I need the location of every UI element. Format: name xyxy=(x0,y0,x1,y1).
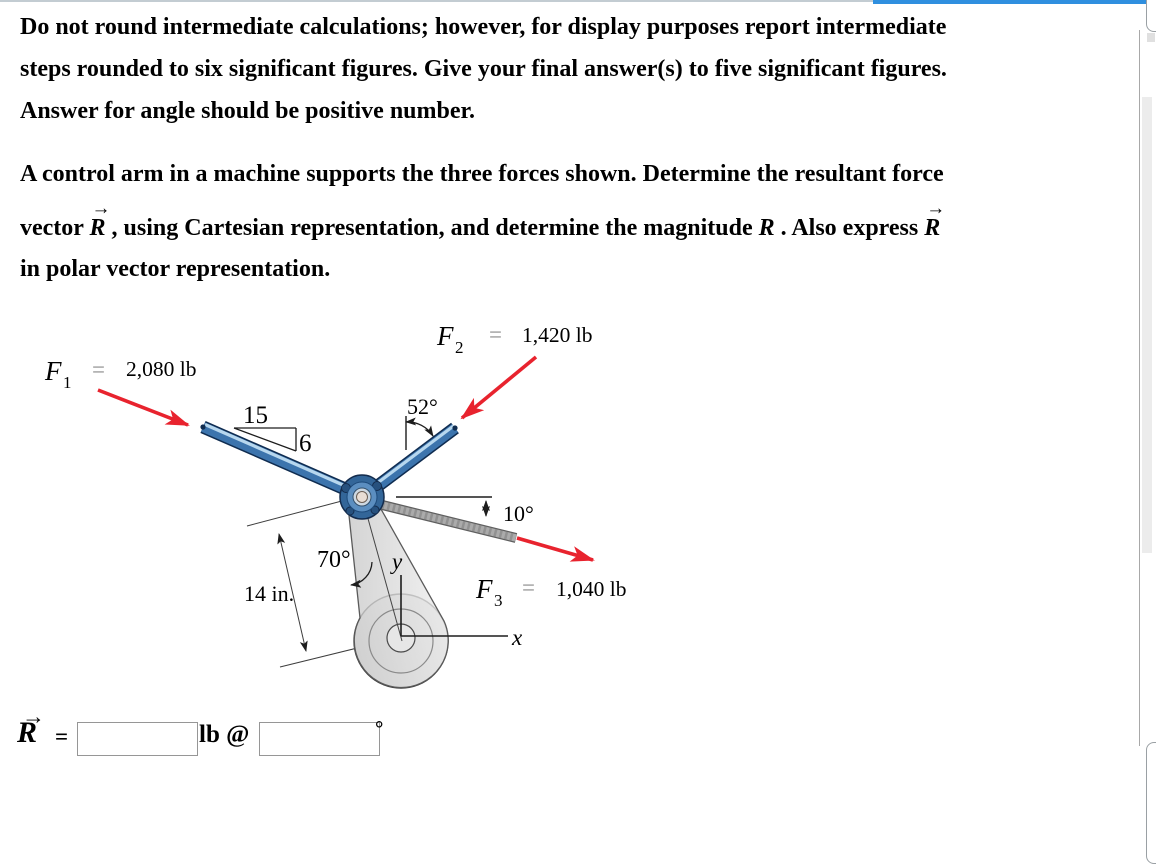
body-cone xyxy=(347,493,449,689)
resultant-R-symbol: → R xyxy=(17,704,45,749)
svg-text:F: F xyxy=(44,356,62,386)
instructions-line-3: Answer for angle should be positive numb… xyxy=(20,98,475,124)
force-F1-arrow xyxy=(97,388,190,427)
coordinate-axes xyxy=(400,575,508,637)
left-arm xyxy=(200,421,355,498)
svg-text:1: 1 xyxy=(63,373,72,392)
answer-unit-at: lb @ xyxy=(199,721,250,748)
problem-line2-pre: vector xyxy=(20,215,90,241)
vector-arrow-icon: → xyxy=(22,704,45,729)
angle-input[interactable] xyxy=(259,722,380,756)
force-F2-arrow xyxy=(460,355,538,420)
force-F2-label: F 2 = 1,420 lb xyxy=(436,321,592,357)
problem-line-2: vector →R , using Cartesian representati… xyxy=(20,198,946,242)
hub-pivot xyxy=(339,474,385,520)
instructions-paragraph: Do not round intermediate calculations; … xyxy=(20,6,1120,132)
upper-arm xyxy=(367,422,459,497)
answer-equals: = xyxy=(55,724,69,749)
force-F1-label: F 1 = 2,080 lb xyxy=(44,356,196,392)
right-card-shadow xyxy=(1147,33,1155,42)
right-panel-border xyxy=(1139,30,1140,746)
svg-text:2,080 lb: 2,080 lb xyxy=(126,357,196,381)
svg-text:3: 3 xyxy=(494,591,503,610)
control-arm-body xyxy=(347,493,449,689)
degree-symbol: ° xyxy=(375,716,384,740)
vector-R-symbol: →R xyxy=(924,198,946,241)
problem-line-3: in polar vector representation. xyxy=(20,256,331,282)
slope-run-label: 15 xyxy=(243,402,268,429)
vector-R-symbol: →R xyxy=(89,198,111,241)
problem-line2-mid: , using Cartesian representation, and de… xyxy=(105,215,759,241)
right-card-top-corner xyxy=(1146,0,1156,32)
svg-text:2: 2 xyxy=(455,338,464,357)
problem-line2-post: . Also express xyxy=(774,215,925,241)
svg-text:F: F xyxy=(475,574,493,604)
angle-52-arc xyxy=(405,417,434,437)
angle-10-label: 10° xyxy=(503,501,534,526)
angle-annotations xyxy=(350,416,492,588)
top-border-gray xyxy=(0,0,873,2)
force-F3-arrow xyxy=(516,536,595,562)
vector-arrow-icon: → xyxy=(926,198,946,219)
instructions-line-1: Do not round intermediate calculations; … xyxy=(20,14,947,40)
svg-text:F: F xyxy=(436,321,454,351)
svg-text:1,040 lb: 1,040 lb xyxy=(556,577,626,601)
control-arm-figure: F 1 = 2,080 lb F 2 = 1,420 lb F 3 = 1,04… xyxy=(44,321,626,689)
slope-rise-label: 6 xyxy=(299,430,312,457)
right-card-bottom-corner xyxy=(1146,742,1156,864)
svg-text:=: = xyxy=(522,575,535,600)
dimension-line xyxy=(277,533,308,652)
y-axis-label: y xyxy=(390,549,403,574)
angle-70-label: 70° xyxy=(317,547,351,573)
body-centerline xyxy=(361,496,403,642)
svg-text:=: = xyxy=(92,357,105,382)
problem-line-1: A control arm in a machine supports the … xyxy=(20,161,944,187)
scrollbar-thumb[interactable] xyxy=(1142,97,1152,553)
top-border-blue-accent xyxy=(873,0,1156,4)
extension-line-top xyxy=(246,496,358,527)
x-axis-label: x xyxy=(511,625,523,650)
svg-text:1,420 lb: 1,420 lb xyxy=(522,323,592,347)
angle-52-label: 52° xyxy=(407,394,438,419)
svg-text:=: = xyxy=(489,322,502,347)
magnitude-R-symbol: R xyxy=(758,215,775,241)
dimension-label: 14 in. xyxy=(244,581,294,606)
instructions-line-2: steps rounded to six significant figures… xyxy=(20,56,947,82)
gray-link-bar xyxy=(364,496,518,543)
force-F3-label: F 3 = 1,040 lb xyxy=(475,574,626,610)
slope-triangle xyxy=(233,427,297,452)
angle-70-arc xyxy=(350,561,373,588)
vector-arrow-icon: → xyxy=(91,198,111,219)
magnitude-input[interactable] xyxy=(77,722,198,756)
force-arrows xyxy=(97,355,595,562)
